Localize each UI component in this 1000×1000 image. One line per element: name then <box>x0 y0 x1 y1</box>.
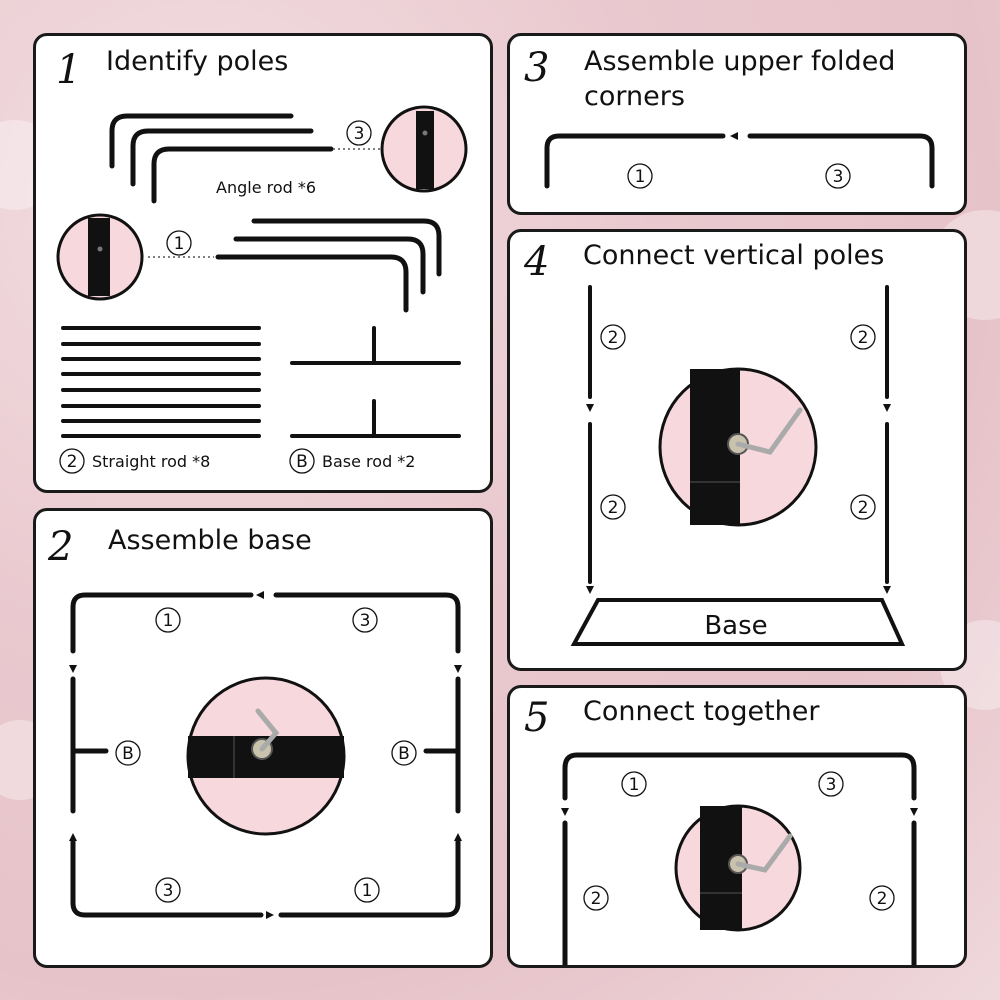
angle-rod <box>151 146 334 204</box>
marker-1: 1 <box>174 234 185 254</box>
marker-2: 2 <box>67 452 78 472</box>
marker-3: 3 <box>163 881 174 901</box>
step-5-panel: 5 Connect together 1 3 2 2 <box>507 685 967 968</box>
step-2-number: 2 <box>48 524 74 570</box>
angle-rod <box>130 128 314 187</box>
step-5-title: Connect together <box>583 696 820 727</box>
marker-2: 2 <box>858 328 869 348</box>
step-4-number: 4 <box>524 239 550 285</box>
step-4-diagram: 2 2 2 2 Base <box>570 285 906 646</box>
base-rod-label: Base rod *2 <box>322 452 415 471</box>
step-2-diagram: 1 3 B B 3 1 <box>69 591 462 919</box>
straight-rod-label: Straight rod *8 <box>92 452 210 471</box>
step-1-title: Identify poles <box>106 46 289 77</box>
step-3-diagram: 1 3 <box>544 132 935 189</box>
marker-2: 2 <box>858 498 869 518</box>
step-2-title: Assemble base <box>108 525 312 556</box>
marker-2: 2 <box>608 498 619 518</box>
marker-1: 1 <box>629 775 640 795</box>
base-frame <box>570 598 906 646</box>
marker-3: 3 <box>833 167 844 187</box>
step-3-title: Assemble upper folded corners <box>584 46 896 113</box>
marker-1: 1 <box>163 611 174 631</box>
step-4-panel: 4 Connect vertical poles 2 2 <box>507 229 967 671</box>
step-3-panel: 3 Assemble upper folded corners 1 3 <box>507 33 967 215</box>
marker-2: 2 <box>877 889 888 909</box>
marker-1: 1 <box>362 881 373 901</box>
marker-3: 3 <box>360 611 371 631</box>
step-1-number: 1 <box>56 47 82 93</box>
marker-3: 3 <box>826 775 837 795</box>
step-2-panel: 2 Assemble base <box>33 508 493 968</box>
step-5-diagram: 1 3 2 2 <box>561 752 918 965</box>
step-1-diagram: 3 1 2 B Angle rod *6 Straight rod *8 Bas… <box>56 105 468 474</box>
step-4-title: Connect vertical poles <box>583 240 885 271</box>
marker-b: B <box>296 452 308 472</box>
marker-2: 2 <box>591 889 602 909</box>
marker-3: 3 <box>354 124 365 144</box>
step-3-number: 3 <box>524 45 550 91</box>
angle-rod <box>109 113 294 169</box>
step-5-number: 5 <box>524 695 550 741</box>
marker-2: 2 <box>608 328 619 348</box>
angle-rod <box>251 218 442 277</box>
base-label: Base <box>704 611 767 641</box>
step-1-panel: 1 Identify poles <box>33 33 493 493</box>
angle-rod-label: Angle rod *6 <box>216 178 316 197</box>
marker-1: 1 <box>635 167 646 187</box>
angle-rod <box>233 236 426 295</box>
marker-b: B <box>122 744 134 764</box>
angle-rod <box>215 254 409 313</box>
marker-b: B <box>398 744 410 764</box>
